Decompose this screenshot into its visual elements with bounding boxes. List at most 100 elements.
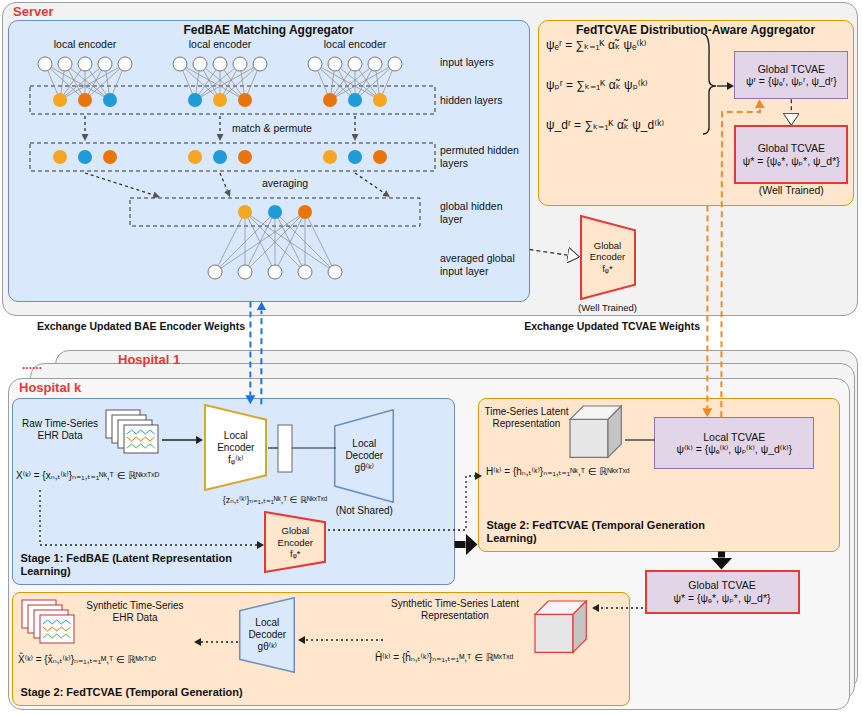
record-sheet [118,420,152,448]
formula: X̂⁽ᵏ⁾ = {x̂ₙ,ₜ⁽ᵏ⁾}ₙ₌₁,ₜ₌₁ᴹ,ᵀ ∈ ℝᴹˣᵀˣᴰ [18,654,208,666]
trapezoid-shape [205,405,266,490]
signal-trace [43,634,71,638]
neuron [78,150,92,164]
box-label: ψ* = {ψₑ*, ψₚ*, ψ_d*} [673,592,770,605]
wire [275,212,305,272]
text-holder: Global Encoder [270,525,320,548]
label-holder: input layers [440,56,525,69]
dotted-arrow [328,476,475,530]
tcvae-box: Global TCVAEψ* = {ψₑ*, ψₚ*, ψ_d*} [645,570,800,614]
wire [110,64,125,100]
wire [330,64,335,100]
layer-label: averaging [262,177,332,190]
neuron [298,265,312,279]
wire [355,64,375,100]
wire [275,212,276,272]
neuron [368,57,382,71]
wire [355,64,380,100]
wire [215,212,245,272]
record-sheet [22,600,56,628]
signal-trace [127,444,155,448]
neuron [298,205,312,219]
panel-title: Hospital k [19,380,81,396]
text-holder: (Well Trained) [578,302,637,313]
brace [703,34,727,134]
label-holder: hidden layers [440,94,525,107]
wire [380,64,395,100]
signal-trace [43,620,71,624]
note-text: (Not Shared) [336,505,393,517]
neuron [118,57,132,71]
neuron [188,150,202,164]
box-label: fᵩ* [290,548,301,559]
box-label: Local TCVAE [703,431,765,444]
text-holder: fᵩ⁽ᵏ⁾ [228,454,243,466]
neuron [53,150,67,164]
label-holder: X⁽ᵏ⁾ = {xₙ,ₜ⁽ᵏ⁾}ₙ₌₁,ₜ₌₁ᴺᵏ,ᵀ ∈ ℝᴺᵏˣᵀˣᴰ [16,470,206,482]
wire [245,212,335,272]
box-label: Global TCVAE [688,579,755,592]
wire [45,64,85,100]
text-holder: Local Decoder [340,438,388,462]
neuron [328,57,342,71]
wire [245,212,275,272]
equation: ψₑʳ = ∑ₖ₌₁ᴷ α̃ₖ ψₑ⁽ᵏ⁾ [546,38,701,52]
equation: ψₚʳ = ∑ₖ₌₁ᴷ α̃ₖ ψₚ⁽ᵏ⁾ [546,78,701,92]
trapezoid-shape [265,512,325,572]
data-label: Synthetic Time-Series EHR Data [80,600,190,624]
box-label: Global Encoder [270,525,320,548]
wire [315,64,330,100]
neuron [268,205,282,219]
wire [180,64,245,100]
wire [200,64,245,100]
wire [305,212,306,272]
layer-label: global hidden layer [440,200,525,225]
label-holder: Raw Time-Series EHR Data [16,418,104,442]
cube-face [535,614,573,652]
wire [215,212,305,272]
record-sheet [40,615,74,643]
neuron [213,150,227,164]
wire [268,447,278,448]
text-holder: gθ⁽ᵏ⁾ [355,462,374,474]
wire [355,64,395,100]
signal-trace [127,430,155,434]
wire [85,64,125,100]
neuron [308,57,322,71]
neuron [348,57,362,71]
server-panel: FedBAE Matching AggregatorGlobal Encoder… [2,2,858,316]
text-holder: Stage 2: FedTCVAE (Temporal Generation L… [487,519,727,545]
text-holder: FedBAE Matching Aggregator [183,23,353,37]
wire [215,212,275,272]
neuron [238,205,252,219]
text-holder: ψ* = {ψₑ*, ψₚ*, ψ_d*} [743,155,840,168]
note-text: (Well Trained) [578,302,637,313]
wire [195,64,240,100]
neuron [238,93,252,107]
wire [60,64,125,100]
neuron [213,93,227,107]
signal-trace [127,437,155,441]
formula: {zₙ,ₜ⁽ᵏ⁾}ₙ₌₁,ₜ₌₁ᴺᵏ,ᵀ ∈ ℝᴺᵏˣᵀˣᵈ [222,495,328,506]
panel-title: FedTCVAE Distribution-Aware Aggregator [576,23,815,37]
encoder-trapezoid: Local Encoderfᵩ⁽ᵏ⁾ [204,404,267,491]
label-holder: averaging [262,177,332,190]
text-holder: Global TCVAE [758,63,825,76]
cube-face [570,419,608,457]
permute-arrow [219,116,220,134]
cube-face [573,601,586,652]
neural-net [30,57,435,279]
wire [275,212,335,272]
text-holder: FedTCVAE Distribution-Aware Aggregator [576,23,815,37]
wire [220,64,240,100]
wire [335,64,355,100]
permute-arrow [84,116,85,134]
box-label: Local Decoder [245,617,289,641]
text-holder: Hospital 1 [118,352,180,368]
neuron [233,57,247,71]
box-label: gθ⁽ᵏ⁾ [355,462,374,474]
formula: X⁽ᵏ⁾ = {xₙ,ₜ⁽ᵏ⁾}ₙ₌₁,ₜ₌₁ᴺᵏ,ᵀ ∈ ℝᴺᵏˣᵀˣᴰ [16,470,206,482]
box-label: ψ⁽ᵏ⁾ = {ψₑ⁽ᵏ⁾, ψₚ⁽ᵏ⁾, ψ_d⁽ᵏ⁾} [677,443,793,456]
wire [195,64,220,100]
wire [180,64,220,100]
